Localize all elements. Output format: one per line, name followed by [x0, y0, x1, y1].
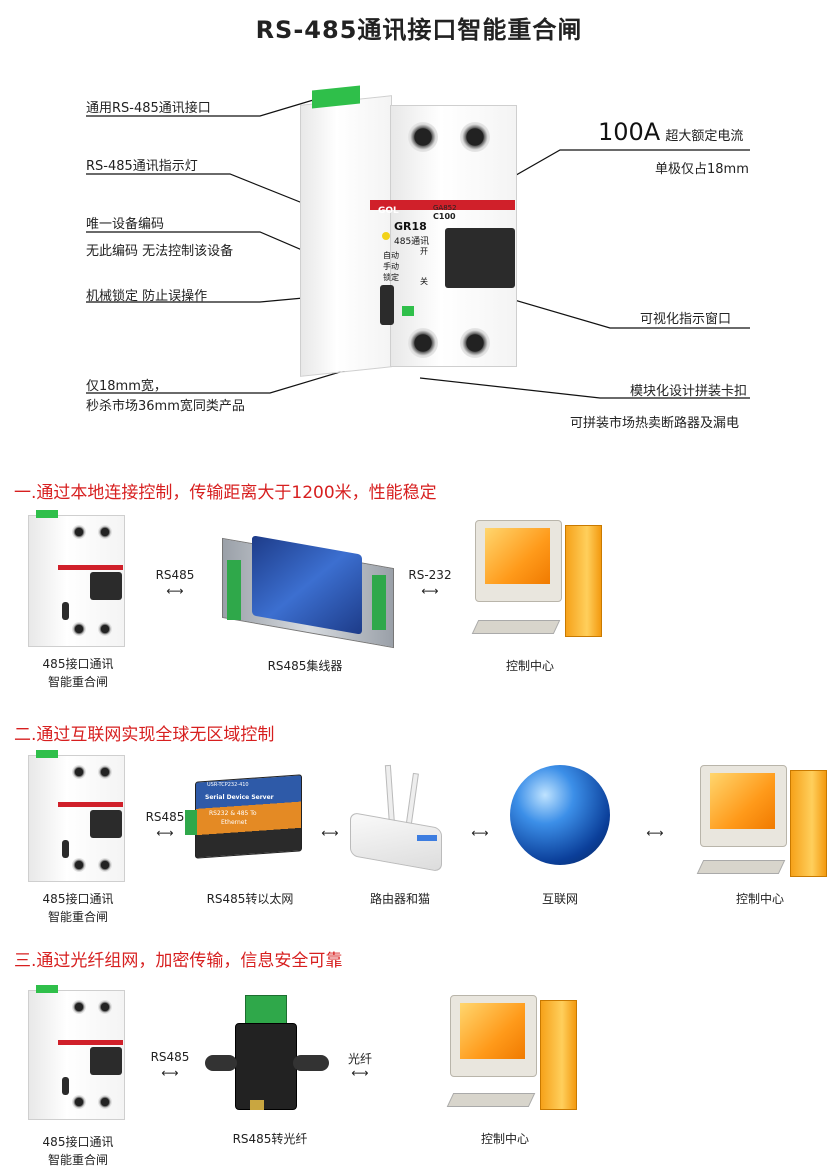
caption-line: 智能重合闸: [47, 910, 108, 924]
label-rs485-indicator: RS-485通讯指示灯: [86, 159, 198, 174]
converter-name: Serial Device Server: [205, 794, 274, 801]
converter-line2: Ethernet: [221, 819, 247, 826]
section-2-link1: RS485: [145, 810, 185, 824]
section-1-pc-caption: 控制中心: [505, 659, 554, 673]
computer-icon: [455, 520, 605, 645]
breaker-auto: 自动: [383, 251, 399, 260]
section-2-pc-caption: 控制中心: [735, 892, 784, 906]
breaker-icon: [28, 985, 128, 1120]
breaker-lock: 锁定: [383, 273, 399, 282]
router-icon: [345, 764, 445, 875]
breaker-close: 关: [420, 277, 428, 286]
section-3-device-caption: RS485转光纤: [232, 1132, 308, 1146]
breaker-open: 开: [420, 247, 428, 256]
caption-line: 智能重合闸: [47, 1153, 108, 1167]
label-vs-36mm: 秒杀市场36mm宽同类产品: [86, 399, 245, 414]
section-1-heading: 一.通过本地连接控制，传输距离大于1200米，性能稳定: [14, 483, 437, 503]
computer-icon: [430, 995, 580, 1115]
label-single-pole: 单极仅占18mm: [655, 162, 749, 177]
double-arrow-icon: ⟷: [351, 1066, 369, 1080]
label-no-code: 无此编码 无法控制该设备: [86, 244, 234, 259]
breaker-icon: GOL GA852 C100 GR18 485通讯 自动 手动 锁定 开 关: [290, 80, 520, 380]
page-title: RS-485通讯接口智能重合闸: [255, 16, 583, 44]
breaker-model: GR18: [394, 220, 427, 233]
breaker-brand: GOL: [378, 206, 399, 216]
section-3-link1: RS485: [150, 1050, 190, 1064]
double-arrow-icon: ⟷: [471, 826, 489, 840]
section-1-link2: RS-232: [408, 568, 452, 582]
label-combine: 可拼装市场热卖断路器及漏电: [570, 416, 740, 431]
breaker-curve: C100: [433, 212, 456, 221]
globe-icon: [510, 765, 610, 865]
label-device-code: 唯一设备编码: [86, 217, 165, 232]
label-module-clip: 模块化设计拼装卡扣: [630, 384, 748, 399]
section-3-link2: 光纤: [347, 1052, 372, 1066]
section-1-breaker-caption: 485接口通讯 智能重合闸: [28, 655, 128, 691]
caption-line: 智能重合闸: [47, 675, 108, 689]
breaker-comm: 485通讯: [394, 237, 430, 247]
section-2-breaker-caption: 485接口通讯 智能重合闸: [28, 890, 128, 926]
breaker-spec: GA852: [433, 204, 457, 212]
label-width-18mm: 仅18mm宽，: [86, 379, 167, 394]
section-3-pc-caption: 控制中心: [480, 1132, 529, 1146]
label-rs485-port: 通用RS-485通讯接口: [86, 101, 211, 116]
section-1-link1: RS485: [155, 568, 195, 582]
breaker-icon: [28, 510, 128, 647]
breaker-icon: [28, 750, 128, 882]
converter-line1: RS232 & 485 To: [209, 810, 257, 817]
caption-line: 485接口通讯: [42, 657, 114, 671]
section-3-breaker-caption: 485接口通讯 智能重合闸: [28, 1133, 128, 1169]
double-arrow-icon: ⟷: [646, 826, 664, 840]
section-1-device-caption: RS485集线器: [267, 659, 343, 673]
section-2-heading: 二.通过互联网实现全球无区域控制: [14, 725, 275, 745]
computer-icon: [680, 765, 830, 880]
label-visual-window: 可视化指示窗口: [640, 312, 732, 327]
rating-block: 100A 超大额定电流: [598, 118, 743, 146]
double-arrow-icon: ⟷: [166, 584, 184, 598]
rating-value: 100A: [598, 118, 661, 146]
section-2-internet-caption: 互联网: [541, 892, 578, 906]
double-arrow-icon: ⟷: [321, 826, 339, 840]
caption-line: 485接口通讯: [42, 892, 114, 906]
converter-model: USR-TCP232-410: [207, 782, 249, 788]
double-arrow-icon: ⟷: [421, 584, 439, 598]
converter-icon: USR-TCP232-410 Serial Device Server RS23…: [185, 770, 310, 860]
caption-line: 485接口通讯: [42, 1135, 114, 1149]
section-2-device-caption: RS485转以太网: [206, 892, 294, 906]
double-arrow-icon: ⟷: [161, 1066, 179, 1080]
breaker-manual: 手动: [383, 262, 399, 271]
section-2-router-caption: 路由器和猫: [369, 892, 430, 906]
double-arrow-icon: ⟷: [156, 826, 174, 840]
label-mech-lock: 机械锁定 防止误操作: [86, 289, 208, 304]
hub-icon: [222, 535, 394, 649]
fiber-converter-icon: [205, 995, 335, 1115]
section-3-heading: 三.通过光纤组网，加密传输，信息安全可靠: [14, 951, 343, 971]
rating-text: 超大额定电流: [665, 129, 744, 144]
